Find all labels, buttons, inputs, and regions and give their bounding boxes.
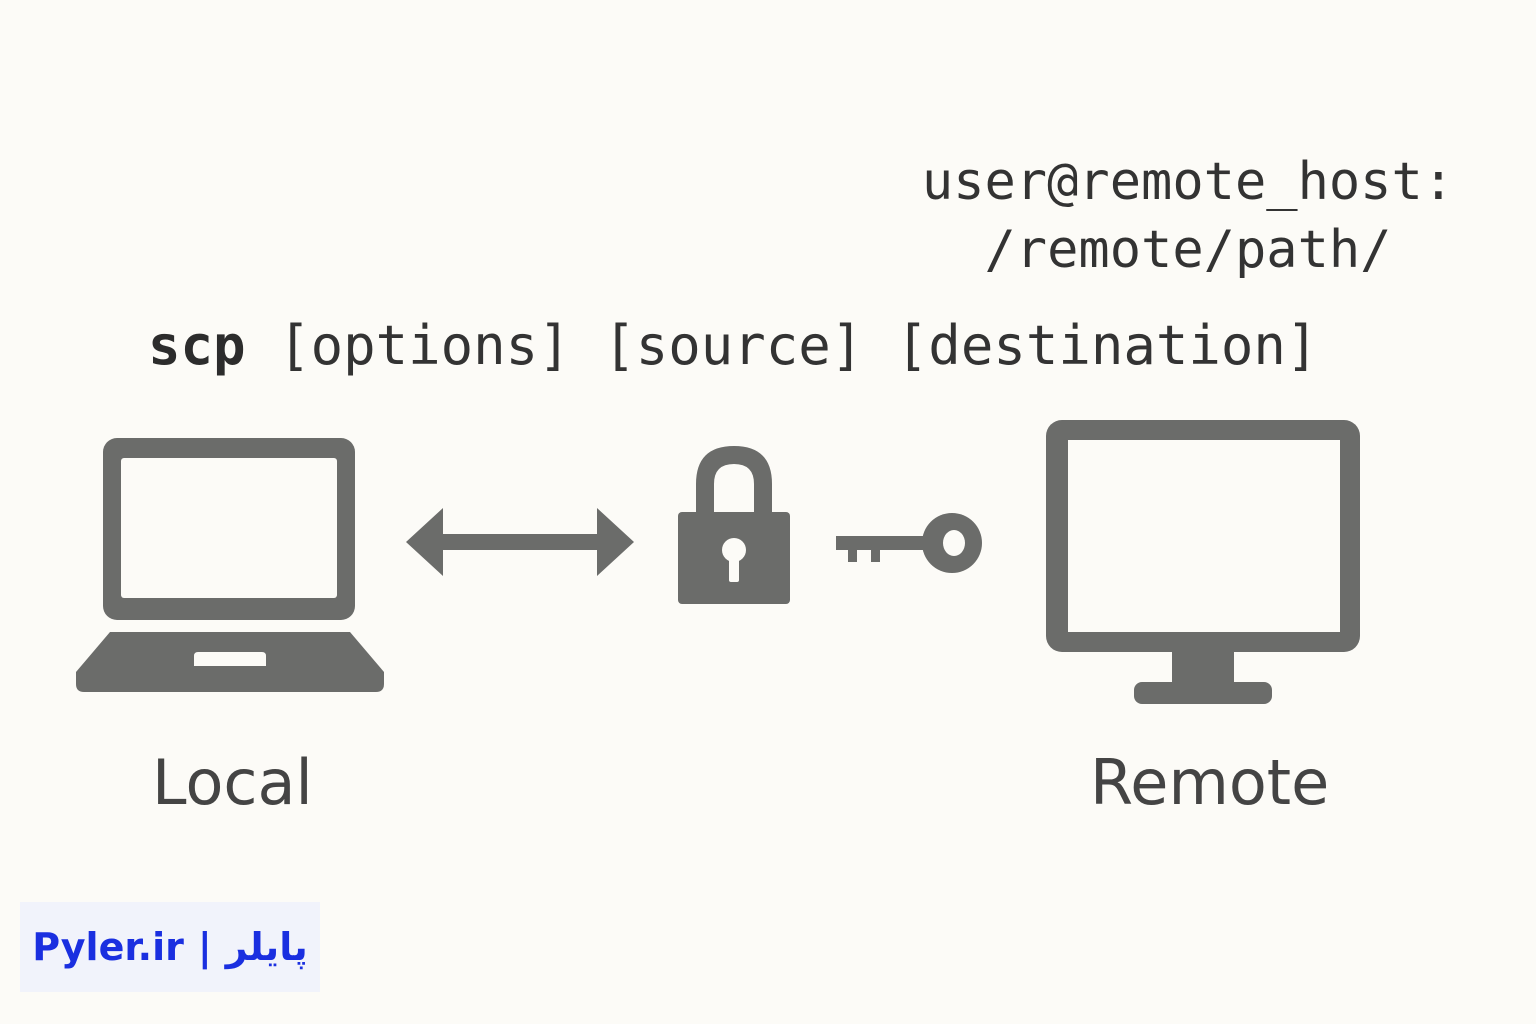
remote-label: Remote xyxy=(1090,746,1330,819)
watermark: Pyler.ir | پایلر xyxy=(20,902,320,992)
command-destination: [destination] xyxy=(895,314,1319,377)
double-arrow-icon xyxy=(406,508,634,576)
remote-target-address: user@remote_host: /remote/path/ xyxy=(900,148,1476,284)
monitor-icon xyxy=(1046,420,1360,704)
remote-host-line: user@remote_host: xyxy=(921,152,1455,212)
watermark-latin: Pyler.ir xyxy=(32,925,184,969)
watermark-persian: پایلر xyxy=(225,925,308,969)
command-name: scp xyxy=(148,314,246,377)
key-icon xyxy=(836,513,982,573)
scp-command-syntax: scp [options] [source] [destination] xyxy=(148,312,1318,380)
command-options: [options] xyxy=(278,314,571,377)
command-source: [source] xyxy=(603,314,864,377)
watermark-separator: | xyxy=(197,925,212,969)
lock-icon xyxy=(678,446,790,604)
remote-path-line: /remote/path/ xyxy=(984,220,1392,280)
laptop-icon xyxy=(76,438,384,692)
local-label: Local xyxy=(152,746,313,819)
